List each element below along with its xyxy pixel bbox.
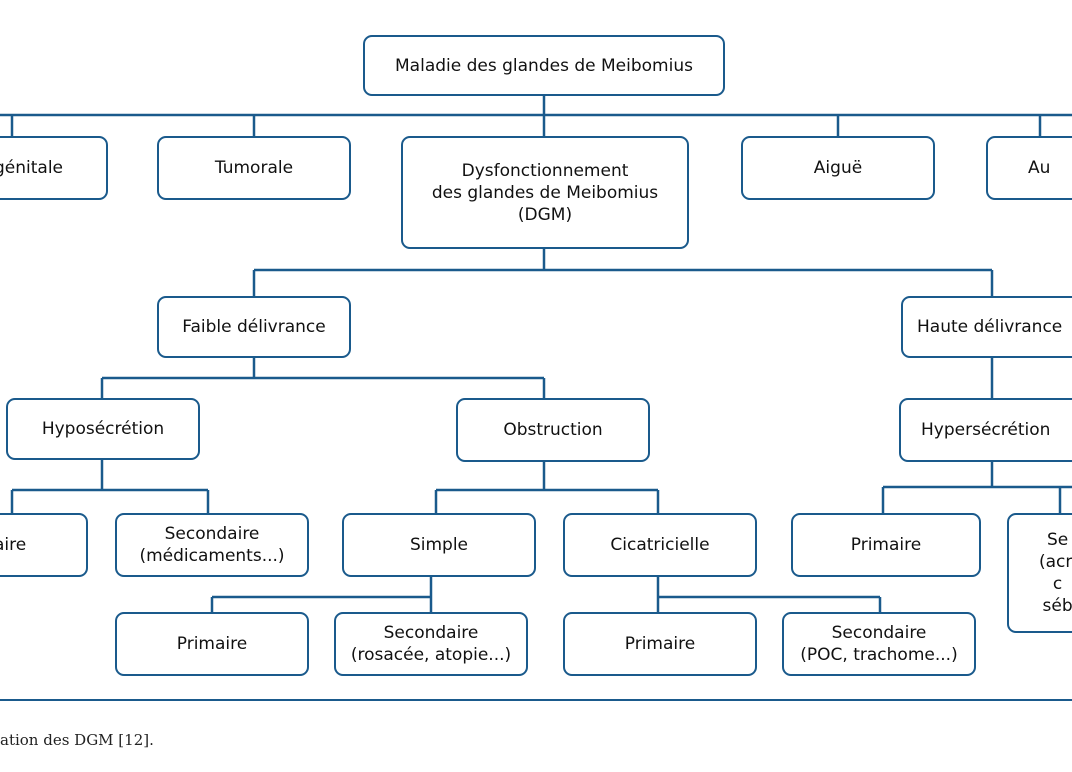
node-hyper-primaire: Primaire xyxy=(791,513,981,577)
node-simple-primaire: Primaire xyxy=(115,612,309,676)
node-root: Maladie des glandes de Meibomius xyxy=(363,35,725,96)
node-obstruction: Obstruction xyxy=(456,398,650,462)
node-hyposecretion: Hyposécrétion xyxy=(6,398,200,460)
classification-diagram: Maladie des glandes de Meibomius génital… xyxy=(0,35,1072,676)
figure-caption: ation des DGM [12]. xyxy=(0,731,154,749)
node-cic-secondaire: Secondaire (POC, trachome...) xyxy=(782,612,976,676)
node-cicatricielle: Cicatricielle xyxy=(563,513,757,577)
connector-lines xyxy=(0,95,1072,612)
node-simple-secondaire: Secondaire (rosacée, atopie...) xyxy=(334,612,528,676)
node-hyper-secondaire: Se (acn c séb xyxy=(1007,513,1072,633)
node-tumorale: Tumorale xyxy=(157,136,351,200)
node-cic-primaire: Primaire xyxy=(563,612,757,676)
node-dgm: Dysfonctionnement des glandes de Meibomi… xyxy=(401,136,689,249)
frame-bottom-border xyxy=(0,699,1072,701)
node-simple: Simple xyxy=(342,513,536,577)
node-haute-delivrance: Haute délivrance xyxy=(901,296,1072,358)
node-hypersecretion: Hypersécrétion xyxy=(899,398,1072,462)
node-faible-delivrance: Faible délivrance xyxy=(157,296,351,358)
node-hypo-primaire: aire xyxy=(0,513,88,577)
node-aigue: Aiguë xyxy=(741,136,935,200)
node-hypo-secondaire: Secondaire (médicaments...) xyxy=(115,513,309,577)
node-autre: Au xyxy=(986,136,1072,200)
node-congenitale: génitale xyxy=(0,136,108,200)
